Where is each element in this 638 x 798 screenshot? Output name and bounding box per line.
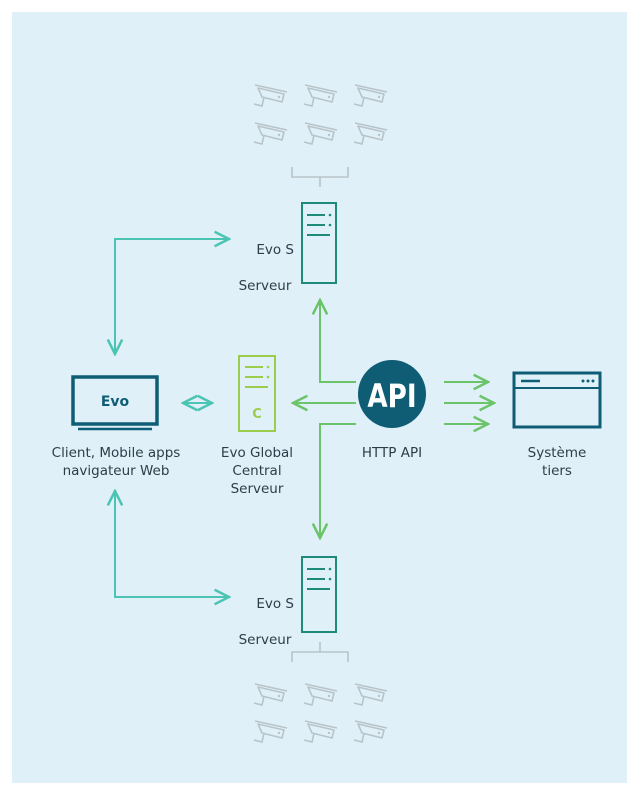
bottom-server-label: Evo S Serveur <box>230 577 300 667</box>
bottom-server-name: Evo S <box>256 596 294 612</box>
camera-connector <box>291 167 349 187</box>
top-server-sub: Serveur <box>238 278 292 294</box>
camera-icon <box>303 84 338 107</box>
camera-icon <box>253 720 288 743</box>
link-client-bottom-server <box>115 491 229 597</box>
camera-icon <box>253 84 288 107</box>
bottom-server-sub: Serveur <box>238 632 292 648</box>
api-badge-text: API <box>367 377 416 414</box>
camera-icon <box>353 683 388 706</box>
link-client-top-server <box>115 239 229 354</box>
camera-icon <box>303 720 338 743</box>
client-caption: Client, Mobile apps navigateur Web <box>51 445 181 479</box>
api-caption: HTTP API <box>361 445 423 461</box>
monitor-screen-label: Evo <box>101 394 130 410</box>
camera-icon <box>253 683 288 706</box>
camera-icon <box>353 720 388 743</box>
monitor-icon <box>71 375 159 431</box>
camera-group-top <box>253 84 388 187</box>
camera-group-bottom <box>253 642 388 743</box>
camera-connector <box>291 642 349 662</box>
central-badge: C <box>252 407 262 422</box>
central-server-icon <box>238 355 276 432</box>
third-party-caption: Système tiers <box>527 445 587 479</box>
server-icon <box>301 202 337 284</box>
camera-icon <box>303 122 338 145</box>
top-server-name: Evo S <box>256 242 294 258</box>
server-icon <box>301 556 337 633</box>
arrow-api-bottom-server <box>320 423 356 538</box>
camera-icon <box>253 122 288 145</box>
diagram-panel <box>12 12 627 783</box>
camera-icon <box>353 122 388 145</box>
top-server-label: Evo S Serveur <box>230 223 300 313</box>
arrow-api-top-server <box>320 300 356 383</box>
central-caption: Evo Global Central Serveur <box>220 445 294 497</box>
camera-icon <box>353 84 388 107</box>
browser-window-icon <box>512 371 602 429</box>
api-badge-icon <box>358 360 426 428</box>
camera-icon <box>303 683 338 706</box>
